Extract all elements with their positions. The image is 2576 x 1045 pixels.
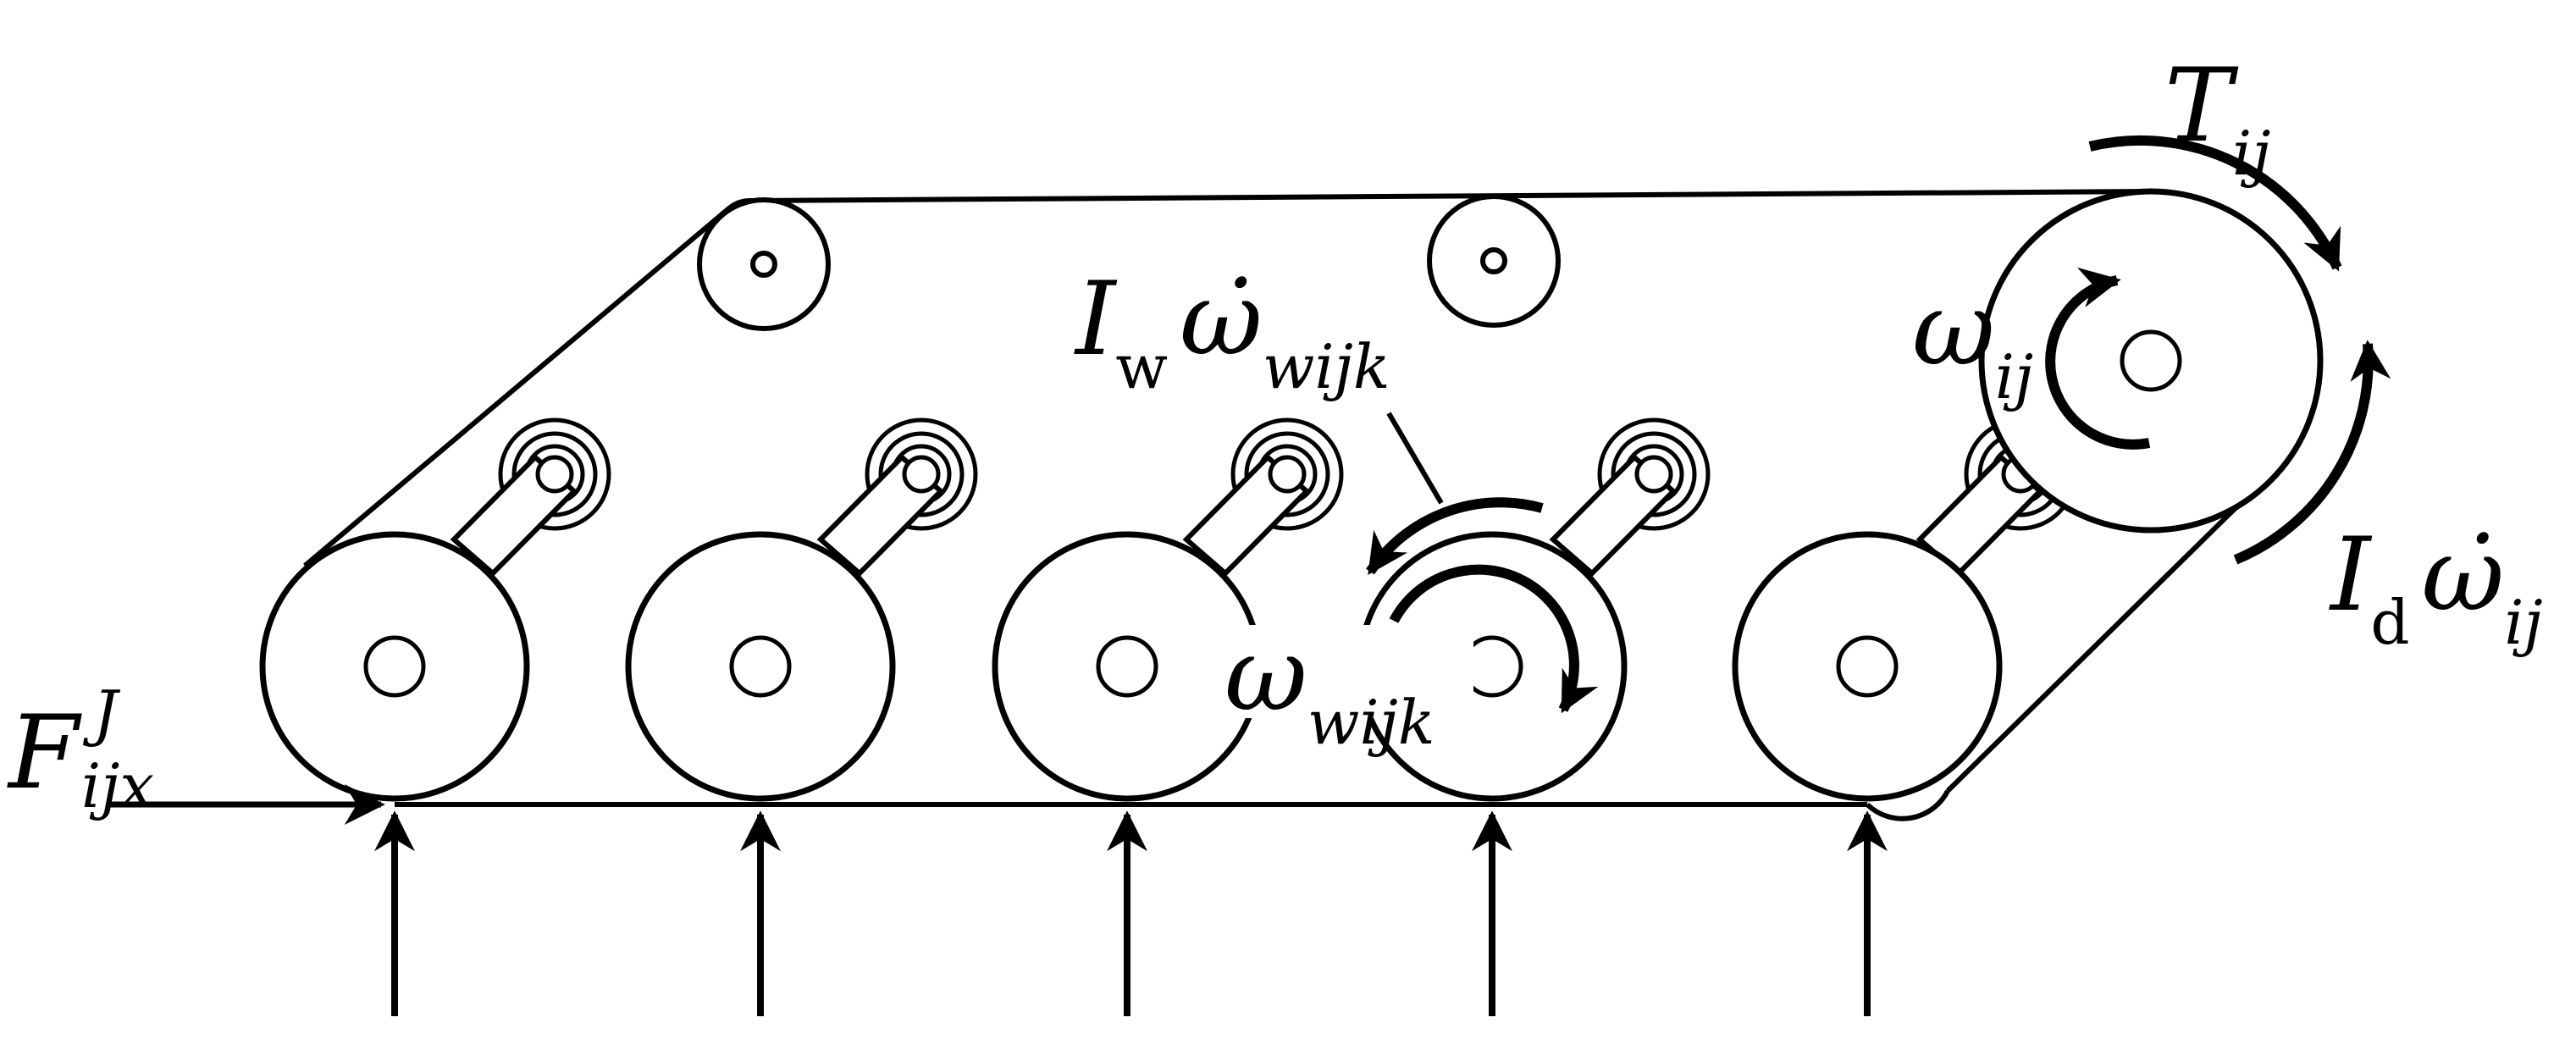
wheel-speed-label-backdrop: [1219, 625, 1473, 718]
traction-force-subscript: ijx: [81, 750, 154, 821]
drive-inertia-subscript: d: [2370, 587, 2410, 658]
road-wheel-5: [1732, 531, 2003, 802]
wheel-inertia-rate-subscript: wijk: [1262, 331, 1390, 402]
drive-speed-arrow: [2045, 267, 2151, 450]
suspension-units: [450, 417, 2077, 578]
drive-inertia-symbol: I: [2330, 517, 2371, 634]
track-torque-label: Tij: [2164, 56, 2270, 185]
rotation-arrows: [1366, 135, 2391, 714]
road-wheel-4: [1357, 531, 1628, 802]
wheel-inertia-symbol: I: [1075, 261, 1116, 379]
track-torque-subscript: ij: [2232, 118, 2271, 189]
drive-speed-subscript: ij: [1994, 341, 2034, 412]
road-wheel-2: [625, 531, 896, 802]
idler-rollers: [697, 194, 1561, 331]
road-wheels: [259, 531, 2003, 802]
suspension-unit-4: [1549, 417, 1711, 578]
drive-inertia-rate-symbol: ω̇: [2421, 517, 2505, 634]
idler-roller-front-hub: [750, 251, 777, 278]
drive-speed-label: ωij: [1912, 279, 2033, 408]
traction-force-symbol: F: [8, 694, 80, 812]
ground-reaction-arrows: [374, 810, 1888, 1016]
traction-force-superscript: J: [93, 677, 118, 749]
drive-sprocket: [1978, 188, 2324, 534]
wheel-inertia-subscript: w: [1115, 331, 1169, 402]
track-rear-slope: [1945, 497, 2247, 793]
wheel-inertia-rate-symbol: ω̇: [1180, 261, 1263, 379]
idler-roller-rear-hub: [1480, 247, 1507, 274]
road-wheel-3: [992, 531, 1263, 802]
track-front-slope: [303, 205, 732, 568]
suspension-unit-3: [1182, 417, 1344, 578]
track-top-run: [751, 189, 2152, 203]
suspension-unit-1: [450, 417, 611, 578]
wheel-speed-subscript: wijk: [1307, 687, 1435, 758]
drive-inertia-arrow: [2233, 340, 2391, 565]
wheel-speed-label: ωwijk: [1224, 625, 1434, 754]
road-wheel-1: [259, 531, 530, 802]
wheel-speed-arrow: [1389, 564, 1599, 714]
wheel-inertia-leader: [1386, 412, 1444, 505]
traction-force-label: F: [8, 703, 79, 804]
suspension-unit-2: [816, 417, 978, 578]
wheel-inertia-arrow: [1366, 497, 1544, 575]
drive-speed-symbol: ω: [1912, 271, 1995, 389]
drive-inertia-rate-subscript: ij: [2504, 587, 2543, 658]
track-torque-arrow: [2088, 135, 2342, 272]
wheel-speed-symbol: ω: [1224, 616, 1307, 734]
track-torque-symbol: T: [2164, 47, 2233, 165]
track-belt: [303, 189, 2247, 821]
